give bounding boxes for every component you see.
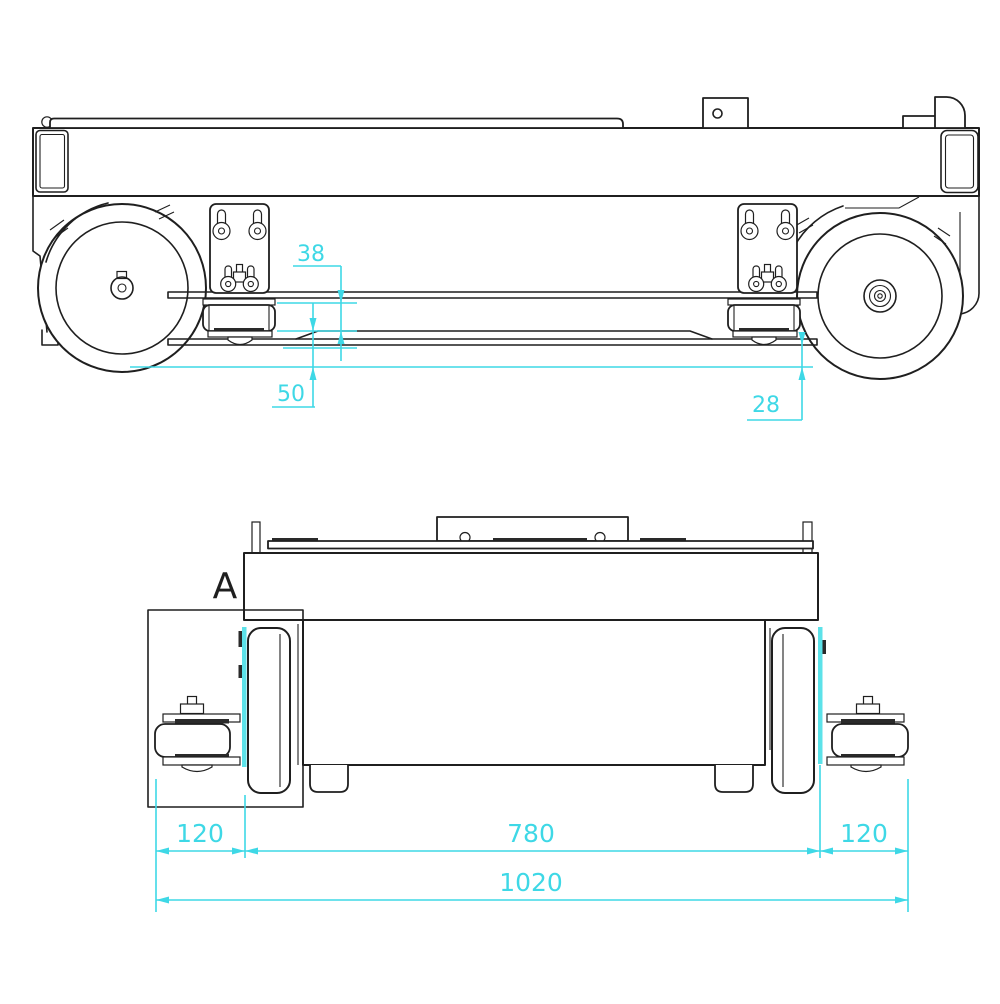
keyhole-slot: [212, 221, 231, 241]
dim-120-left: 120: [176, 819, 224, 848]
mounting-lug: [702, 97, 749, 129]
left-tire-front: [247, 624, 299, 794]
hub-key-notch: [116, 270, 128, 280]
extension-lines: [155, 765, 909, 912]
left-pin: [251, 521, 261, 554]
middle-plate: [295, 330, 713, 340]
keyhole-slot: [776, 221, 795, 241]
bolt: [748, 275, 765, 293]
caster-hub: [850, 764, 882, 773]
top-bracket: [436, 516, 629, 544]
upper-rail: [167, 291, 818, 299]
right-motor-bracket: [737, 203, 798, 294]
left-motor-bracket: [209, 203, 270, 294]
front-view-dimensions: 120 780 120 1020: [155, 765, 909, 912]
detail-callout-box: [147, 609, 304, 808]
right-hub: [863, 279, 897, 313]
body-lower: [302, 619, 766, 766]
left-foot: [309, 765, 349, 793]
dim-28: 28: [752, 393, 780, 418]
bolt-stem: [862, 695, 874, 706]
bolt: [770, 275, 787, 293]
chassis-body: [32, 127, 980, 197]
left-caster-front: [154, 695, 241, 773]
rim-tabs: [49, 204, 175, 239]
front-elevation-view: A 120 780 120 1020: [147, 516, 909, 912]
dim-780: 780: [507, 819, 555, 848]
rim-tabs: [794, 217, 951, 245]
left-fender-arc: [45, 202, 109, 263]
dim-1020: 1020: [499, 868, 563, 897]
right-end-cap: [940, 129, 979, 194]
nut: [855, 703, 881, 715]
clip: [238, 631, 242, 647]
dim-38: 38: [297, 242, 325, 267]
right-tire-front: [769, 627, 815, 794]
left-drive-wheel: [37, 202, 207, 373]
right-drive-wheel: [793, 205, 964, 380]
clip: [822, 640, 826, 654]
dim-120-right: 120: [840, 819, 888, 848]
reference-ticks: [277, 302, 357, 349]
detail-label-A: A: [213, 566, 238, 607]
body-upper-band: [243, 552, 819, 621]
left-end-cap: [35, 129, 69, 193]
bolt: [220, 275, 237, 293]
caster-hub: [181, 764, 213, 773]
lug-hole: [712, 108, 723, 119]
right-caster-side: [727, 298, 801, 346]
side-view-dimensions: 38 50 28: [130, 242, 813, 421]
bolt-stem: [186, 695, 198, 706]
right-highlight-strip: [818, 627, 823, 764]
side-elevation-view: 38 50 28: [32, 96, 980, 421]
keyhole-slot: [248, 221, 267, 241]
caster-wheel: [831, 723, 909, 758]
top-plate: [41, 116, 624, 129]
deck-plate: [267, 538, 814, 550]
left-caster-side: [202, 298, 276, 346]
right-caster-front: [826, 695, 909, 773]
right-top-bracket: [902, 96, 966, 129]
caster-wheel: [154, 723, 231, 758]
caster-hub: [751, 336, 777, 346]
right-foot: [714, 765, 754, 793]
left-hub: [110, 276, 134, 300]
nut: [179, 703, 205, 715]
keyhole-slot: [740, 221, 759, 241]
clip: [238, 665, 242, 678]
left-highlight-strip: [242, 627, 247, 767]
lower-rail: [167, 338, 818, 346]
caster-hub: [227, 336, 253, 346]
bolt: [242, 275, 259, 293]
dim-50: 50: [277, 382, 305, 407]
